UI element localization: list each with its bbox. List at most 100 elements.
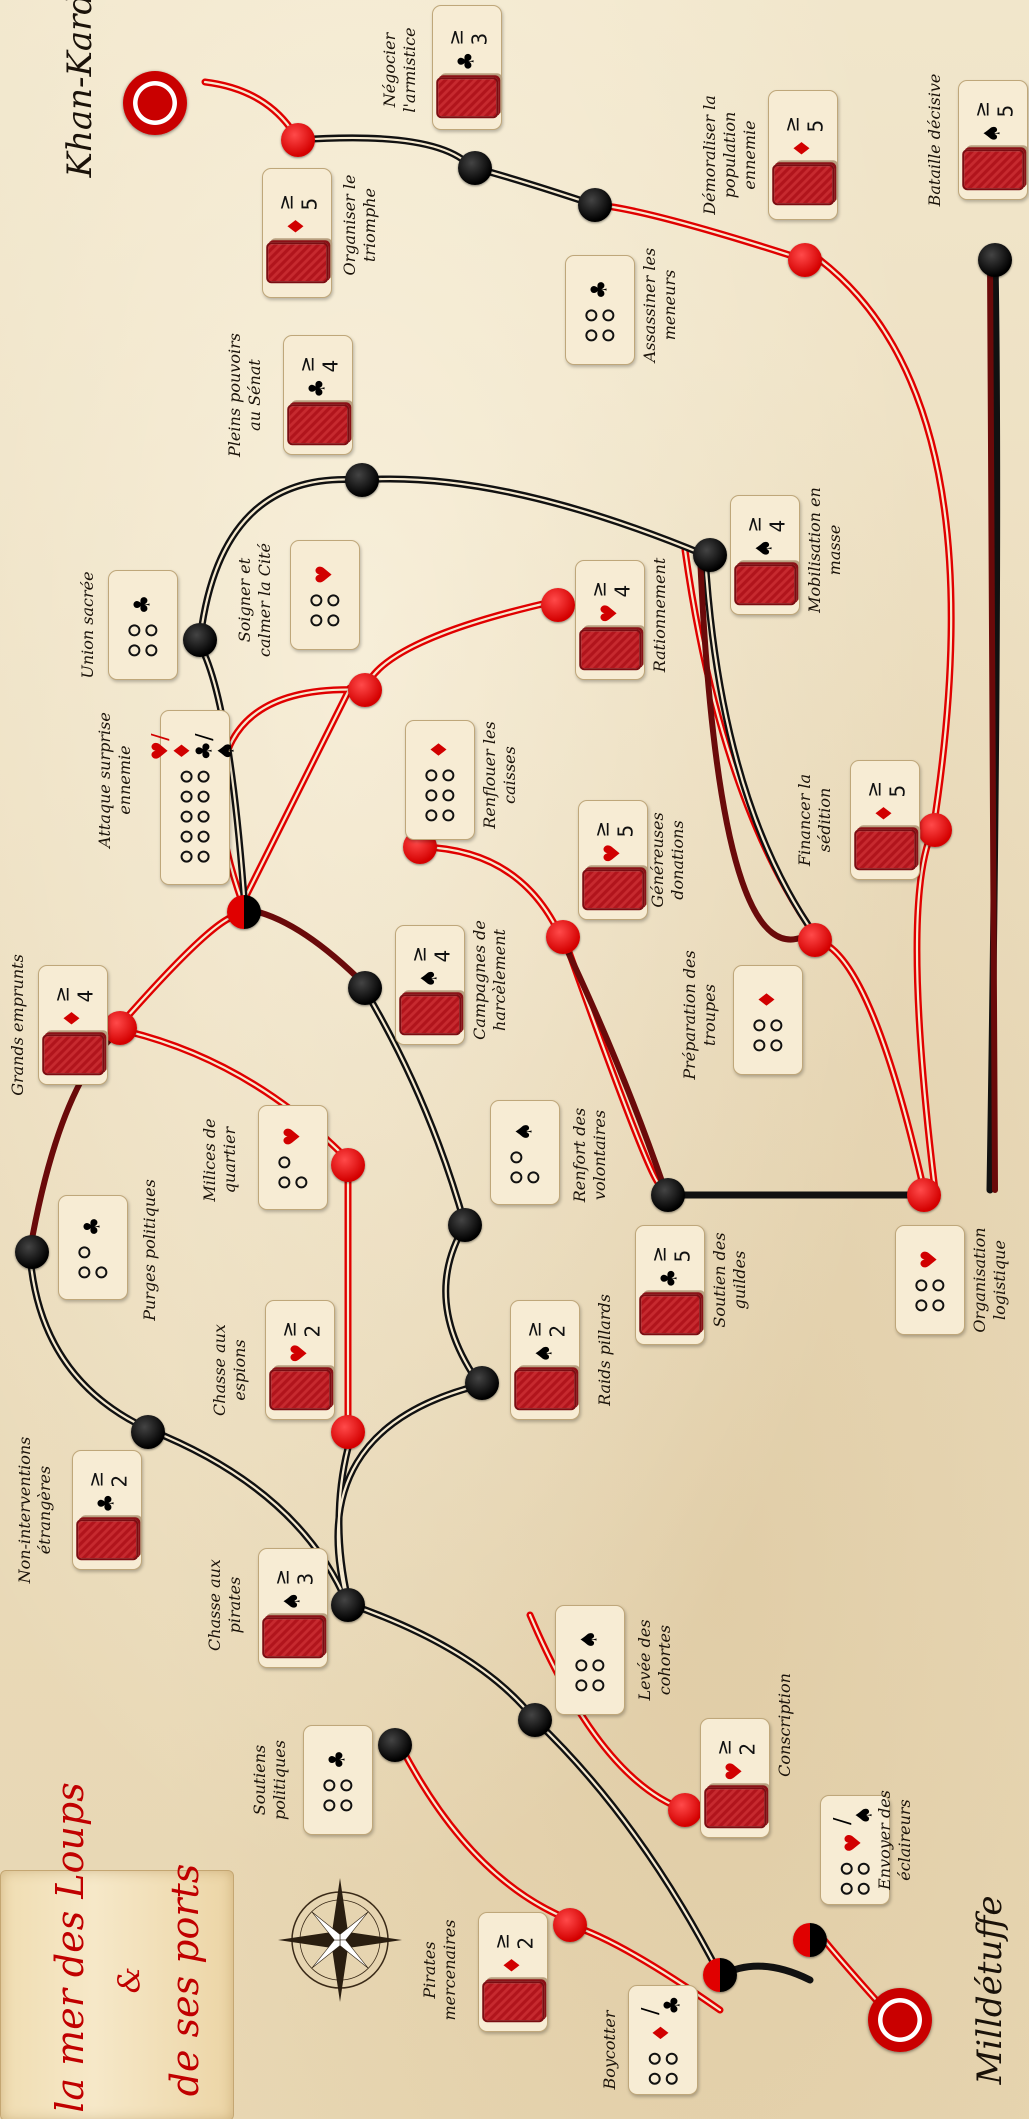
spade-suit-icon: ♠ <box>282 1591 304 1611</box>
card-negocier: ♣≥ 3 <box>432 5 502 130</box>
heart-suit-icon: ♥ <box>314 564 336 584</box>
card-deck-icon <box>582 869 644 910</box>
node-raids[interactable] <box>465 1366 499 1400</box>
node-preparation[interactable] <box>798 923 832 957</box>
node-assassiner[interactable] <box>578 188 612 222</box>
card-campagnes: ♠≥ 4 <box>395 925 465 1045</box>
card-demoraliser: ♦≥ 5 <box>768 90 838 220</box>
node-campagnes[interactable] <box>348 971 382 1005</box>
card-levee: ♠ <box>555 1605 625 1715</box>
card-organiser: ♦≥ 5 <box>262 168 332 298</box>
node-soigner[interactable] <box>348 673 382 707</box>
start-endpoint-icon[interactable] <box>868 1988 932 2052</box>
label-bataille: Bataille décisive <box>925 74 945 207</box>
node-purges[interactable] <box>15 1235 49 1269</box>
node-financer[interactable] <box>918 813 952 847</box>
node-pirates[interactable] <box>553 1908 587 1942</box>
card-attaque: ♥/♦ ♣/♠ <box>160 710 230 885</box>
label-mobilisation: Mobilisation en masse <box>805 485 845 615</box>
node-union[interactable] <box>183 623 217 657</box>
label-organiser: Organiser le triomphe <box>340 165 380 285</box>
node-boycotter[interactable] <box>703 1958 737 1992</box>
card-chasse-pirates: ♠≥ 3 <box>258 1548 328 1668</box>
label-genereuses: Généreuses donations <box>648 800 688 920</box>
club-suit-icon: ♣ <box>327 1749 349 1769</box>
node-conscription[interactable] <box>668 1793 702 1827</box>
label-non-interv: Non-interventions étrangères <box>15 1430 55 1590</box>
node-chasse-espions[interactable] <box>331 1415 365 1449</box>
card-rationnement: ♥≥ 4 <box>575 560 645 680</box>
card-deck-icon <box>704 1787 766 1828</box>
spade-suit-icon: ♠ <box>514 1122 536 1142</box>
node-genereuses[interactable] <box>546 920 580 954</box>
diamond-suit-icon: ♦ <box>652 2023 674 2043</box>
label-soutiens: Soutiens politiques <box>250 1715 290 1845</box>
node-hub[interactable] <box>331 1588 365 1622</box>
title-line2: & <box>113 1967 148 1994</box>
card-deck-icon <box>436 77 498 118</box>
node-grands[interactable] <box>103 1011 137 1045</box>
node-levee[interactable] <box>518 1703 552 1737</box>
spade-suit-icon: /♠ <box>833 1805 877 1825</box>
node-soutiens[interactable] <box>378 1728 412 1762</box>
diamond-suit-icon: ♦ <box>62 1008 84 1028</box>
place-end: Khan-Karda <box>60 0 100 177</box>
card-raids: ♠≥ 2 <box>510 1300 580 1420</box>
label-renfort: Renfort des volontaires <box>570 1090 610 1220</box>
label-pirates: Pirates mercenaires <box>420 1900 460 2040</box>
heart-suit-icon: ♥ <box>599 603 621 623</box>
label-pleins: Pleins pouvoirs au Sénat <box>225 325 265 465</box>
card-preparation: ♦ <box>733 965 803 1075</box>
node-organiser[interactable] <box>281 123 315 157</box>
label-milices: Milices de quartier <box>200 1100 240 1220</box>
card-purges: ♣ <box>58 1195 128 1300</box>
end-endpoint-icon[interactable] <box>123 71 187 135</box>
card-deck-icon <box>734 564 796 605</box>
heart-suit-icon: ♥ <box>844 1833 866 1853</box>
card-non-interv: ♣≥ 2 <box>72 1450 142 1570</box>
label-soigner: Soigner et calmer la Cité <box>235 535 275 665</box>
card-deck-icon <box>262 1617 324 1658</box>
node-renfort-pre[interactable] <box>448 1208 482 1242</box>
node-bataille[interactable] <box>978 243 1012 277</box>
spade-suit-icon: ♠ <box>579 1629 601 1649</box>
card-pleins: ♣≥ 4 <box>283 335 353 455</box>
label-boycotter: Boycotter <box>600 2011 620 2090</box>
card-conscription: ♥≥ 2 <box>700 1718 770 1838</box>
club-suit-icon: ♣ <box>96 1493 118 1513</box>
club-suit-icon: /♣ <box>641 1995 685 2015</box>
spade-suit-icon: ♠ <box>534 1343 556 1363</box>
label-attaque: Attaque surprise ennemie <box>95 700 135 860</box>
title-scroll: De la mer des Loups & de ses ports <box>0 1870 232 2119</box>
label-renflouer: Renflouer les caisses <box>480 715 520 835</box>
node-milices[interactable] <box>331 1148 365 1182</box>
heart-suit-icon: ♥ <box>602 843 624 863</box>
node-rationnement[interactable] <box>541 588 575 622</box>
card-organisation: ♥ <box>895 1225 965 1335</box>
node-envoyer[interactable] <box>793 1923 827 1957</box>
label-envoyer: Envoyer des éclaireurs <box>875 1775 915 1905</box>
card-bataille: ♠≥ 5 <box>958 80 1028 200</box>
place-start: Milldétuffe <box>970 1895 1010 2084</box>
label-guildes: Soutien des guildes <box>710 1225 750 1335</box>
card-deck-icon <box>514 1369 576 1410</box>
card-deck-icon <box>76 1519 138 1560</box>
node-pleins[interactable] <box>345 463 379 497</box>
spade-suit-icon: ♠ <box>754 538 776 558</box>
node-organiser-pre[interactable] <box>458 151 492 185</box>
label-rationnement: Rationnement <box>650 558 670 673</box>
node-organisation[interactable] <box>907 1178 941 1212</box>
heart-suit-icon: ♥ <box>724 1761 746 1781</box>
card-deck-icon <box>962 149 1024 190</box>
node-demoraliser[interactable] <box>788 243 822 277</box>
node-attaque[interactable] <box>227 895 261 929</box>
label-levee: Levée des cohortes <box>635 1600 675 1720</box>
card-renflouer: ♦ <box>405 720 475 840</box>
card-grands: ♦≥ 4 <box>38 965 108 1085</box>
node-non-interv[interactable] <box>131 1415 165 1449</box>
node-mobilisation[interactable] <box>693 538 727 572</box>
club-suit-icon: ♣ <box>456 51 478 71</box>
node-renfort[interactable] <box>651 1178 685 1212</box>
label-chasse-espions: Chasse aux espions <box>210 1310 250 1430</box>
